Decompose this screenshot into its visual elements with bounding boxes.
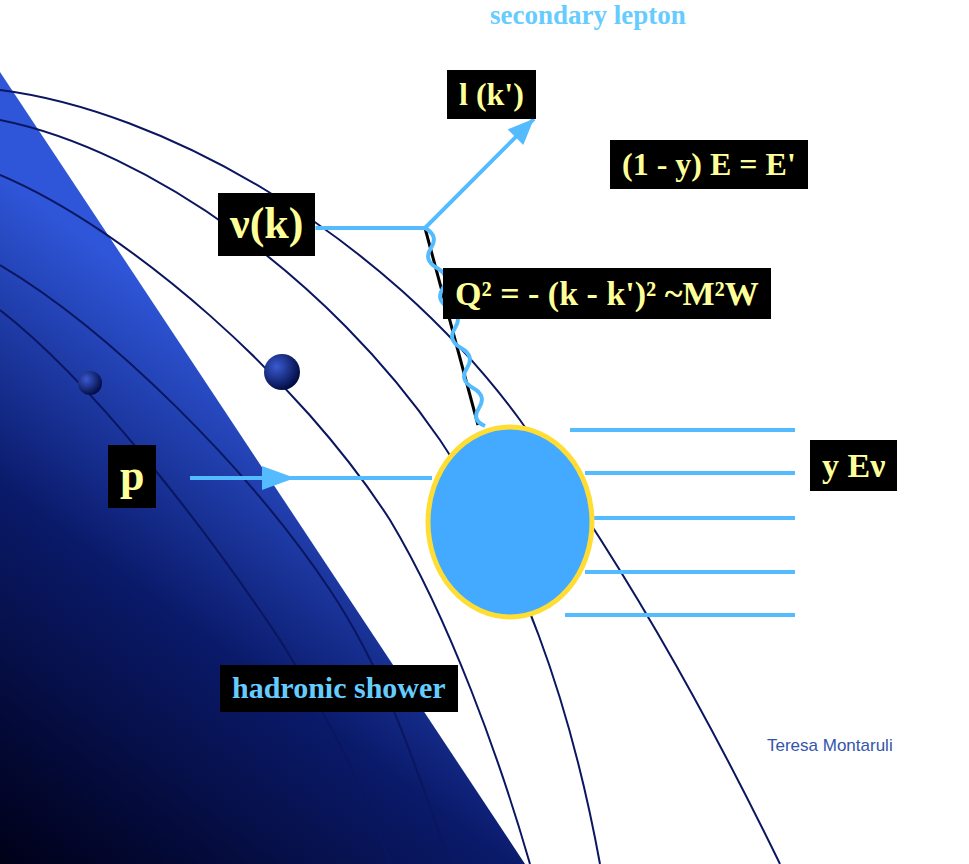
boundary-line	[425, 228, 478, 425]
box-text: l (k')	[459, 76, 524, 113]
energy-box: (1 - y) E = E'	[610, 140, 808, 189]
lepton-track	[315, 119, 533, 228]
q2-box: Q² = - (k - k')² ~M²W	[443, 268, 771, 319]
proton-arrowhead	[262, 466, 295, 490]
box-text: Q² = - (k - k')² ~M²W	[455, 274, 759, 313]
hadron-lines	[565, 430, 795, 615]
lepton-box: l (k')	[447, 70, 536, 119]
interaction-blob	[428, 427, 592, 617]
particle-dot	[78, 371, 102, 395]
box-text: (1 - y) E = E'	[622, 146, 796, 183]
hadron-energy-box: y Eν	[810, 440, 897, 491]
box-text: ν(k)	[230, 199, 303, 250]
proton-box: p	[108, 445, 156, 508]
box-text: p	[120, 451, 144, 502]
heading-label: secondary lepton	[490, 0, 686, 31]
particle-dot	[264, 354, 300, 390]
box-text: y Eν	[822, 446, 885, 485]
w-boson-wave	[425, 228, 485, 426]
proton-line	[190, 476, 432, 480]
neutrino-box: ν(k)	[218, 193, 315, 256]
author-label: Teresa Montaruli	[767, 736, 893, 756]
box-text: hadronic shower	[232, 671, 446, 706]
trajectory-lines	[0, 90, 780, 864]
shower-box: hadronic shower	[220, 665, 458, 712]
